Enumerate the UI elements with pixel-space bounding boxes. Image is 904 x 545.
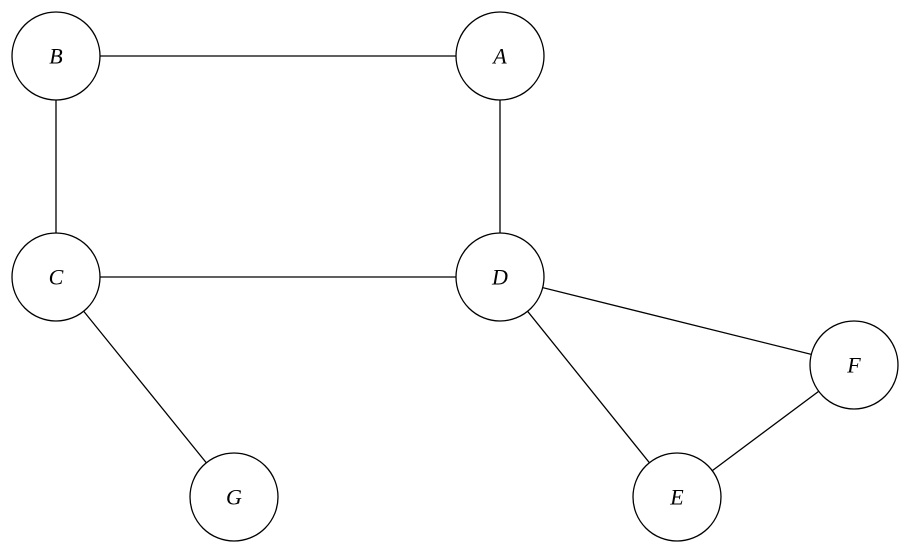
- node-circle-a: [455, 11, 545, 101]
- node-e: E: [632, 452, 722, 542]
- node-label-g: G: [226, 485, 242, 510]
- node-label-c: C: [49, 265, 64, 290]
- node-b: B: [11, 11, 101, 101]
- node-label-e: E: [669, 485, 684, 510]
- node-d: D: [455, 232, 545, 322]
- edge-d-e: [499, 276, 678, 498]
- node-c: C: [11, 232, 101, 322]
- node-g: G: [189, 452, 279, 542]
- node-label-b: B: [49, 44, 62, 69]
- node-label-f: F: [846, 353, 861, 378]
- nodes-layer: A B C D E F G: [11, 11, 899, 542]
- node-label-d: D: [491, 265, 508, 290]
- node-a: A: [455, 11, 545, 101]
- edges-layer: [55, 55, 855, 498]
- node-circle-e: [632, 452, 722, 542]
- node-circle-b: [11, 11, 101, 101]
- edge-c-g: [55, 276, 235, 498]
- node-circle-c: [11, 232, 101, 322]
- node-circle-d: [455, 232, 545, 322]
- node-circle-g: [189, 452, 279, 542]
- node-f: F: [809, 320, 899, 410]
- node-label-a: A: [491, 44, 507, 69]
- edge-d-f: [499, 276, 855, 366]
- node-circle-f: [809, 320, 899, 410]
